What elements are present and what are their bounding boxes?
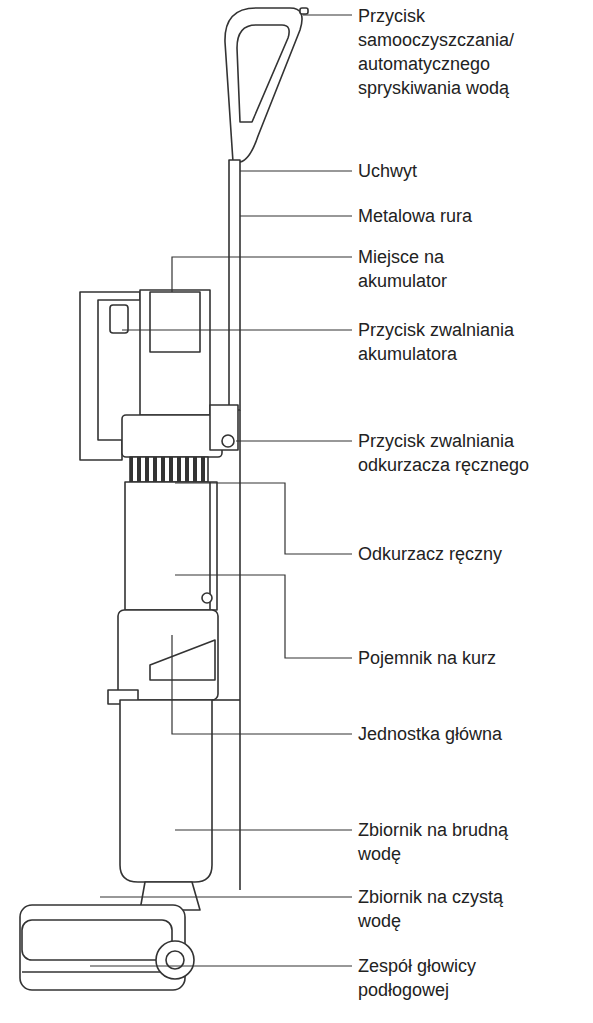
part-label: Miejsce na akumulator bbox=[358, 245, 536, 293]
part-label: Jednostka główna bbox=[358, 722, 588, 746]
part-label: Uchwyt bbox=[358, 159, 588, 183]
part-label: Przycisk zwalniania odkurzacza ręcznego bbox=[358, 429, 536, 477]
part-label: Przycisk samooczyszczania/ automatyczneg… bbox=[358, 4, 536, 100]
part-label: Zbiornik na brudną wodę bbox=[358, 818, 536, 866]
part-label: Przycisk zwalniania akumulatora bbox=[358, 318, 536, 366]
part-label: Pojemnik na kurz bbox=[358, 646, 588, 670]
part-label: Metalowa rura bbox=[358, 204, 588, 228]
part-label: Zbiornik na czystą wodę bbox=[358, 885, 536, 933]
part-label: Odkurzacz ręczny bbox=[358, 542, 588, 566]
part-label: Zespół głowicy podłogowej bbox=[358, 954, 536, 1002]
